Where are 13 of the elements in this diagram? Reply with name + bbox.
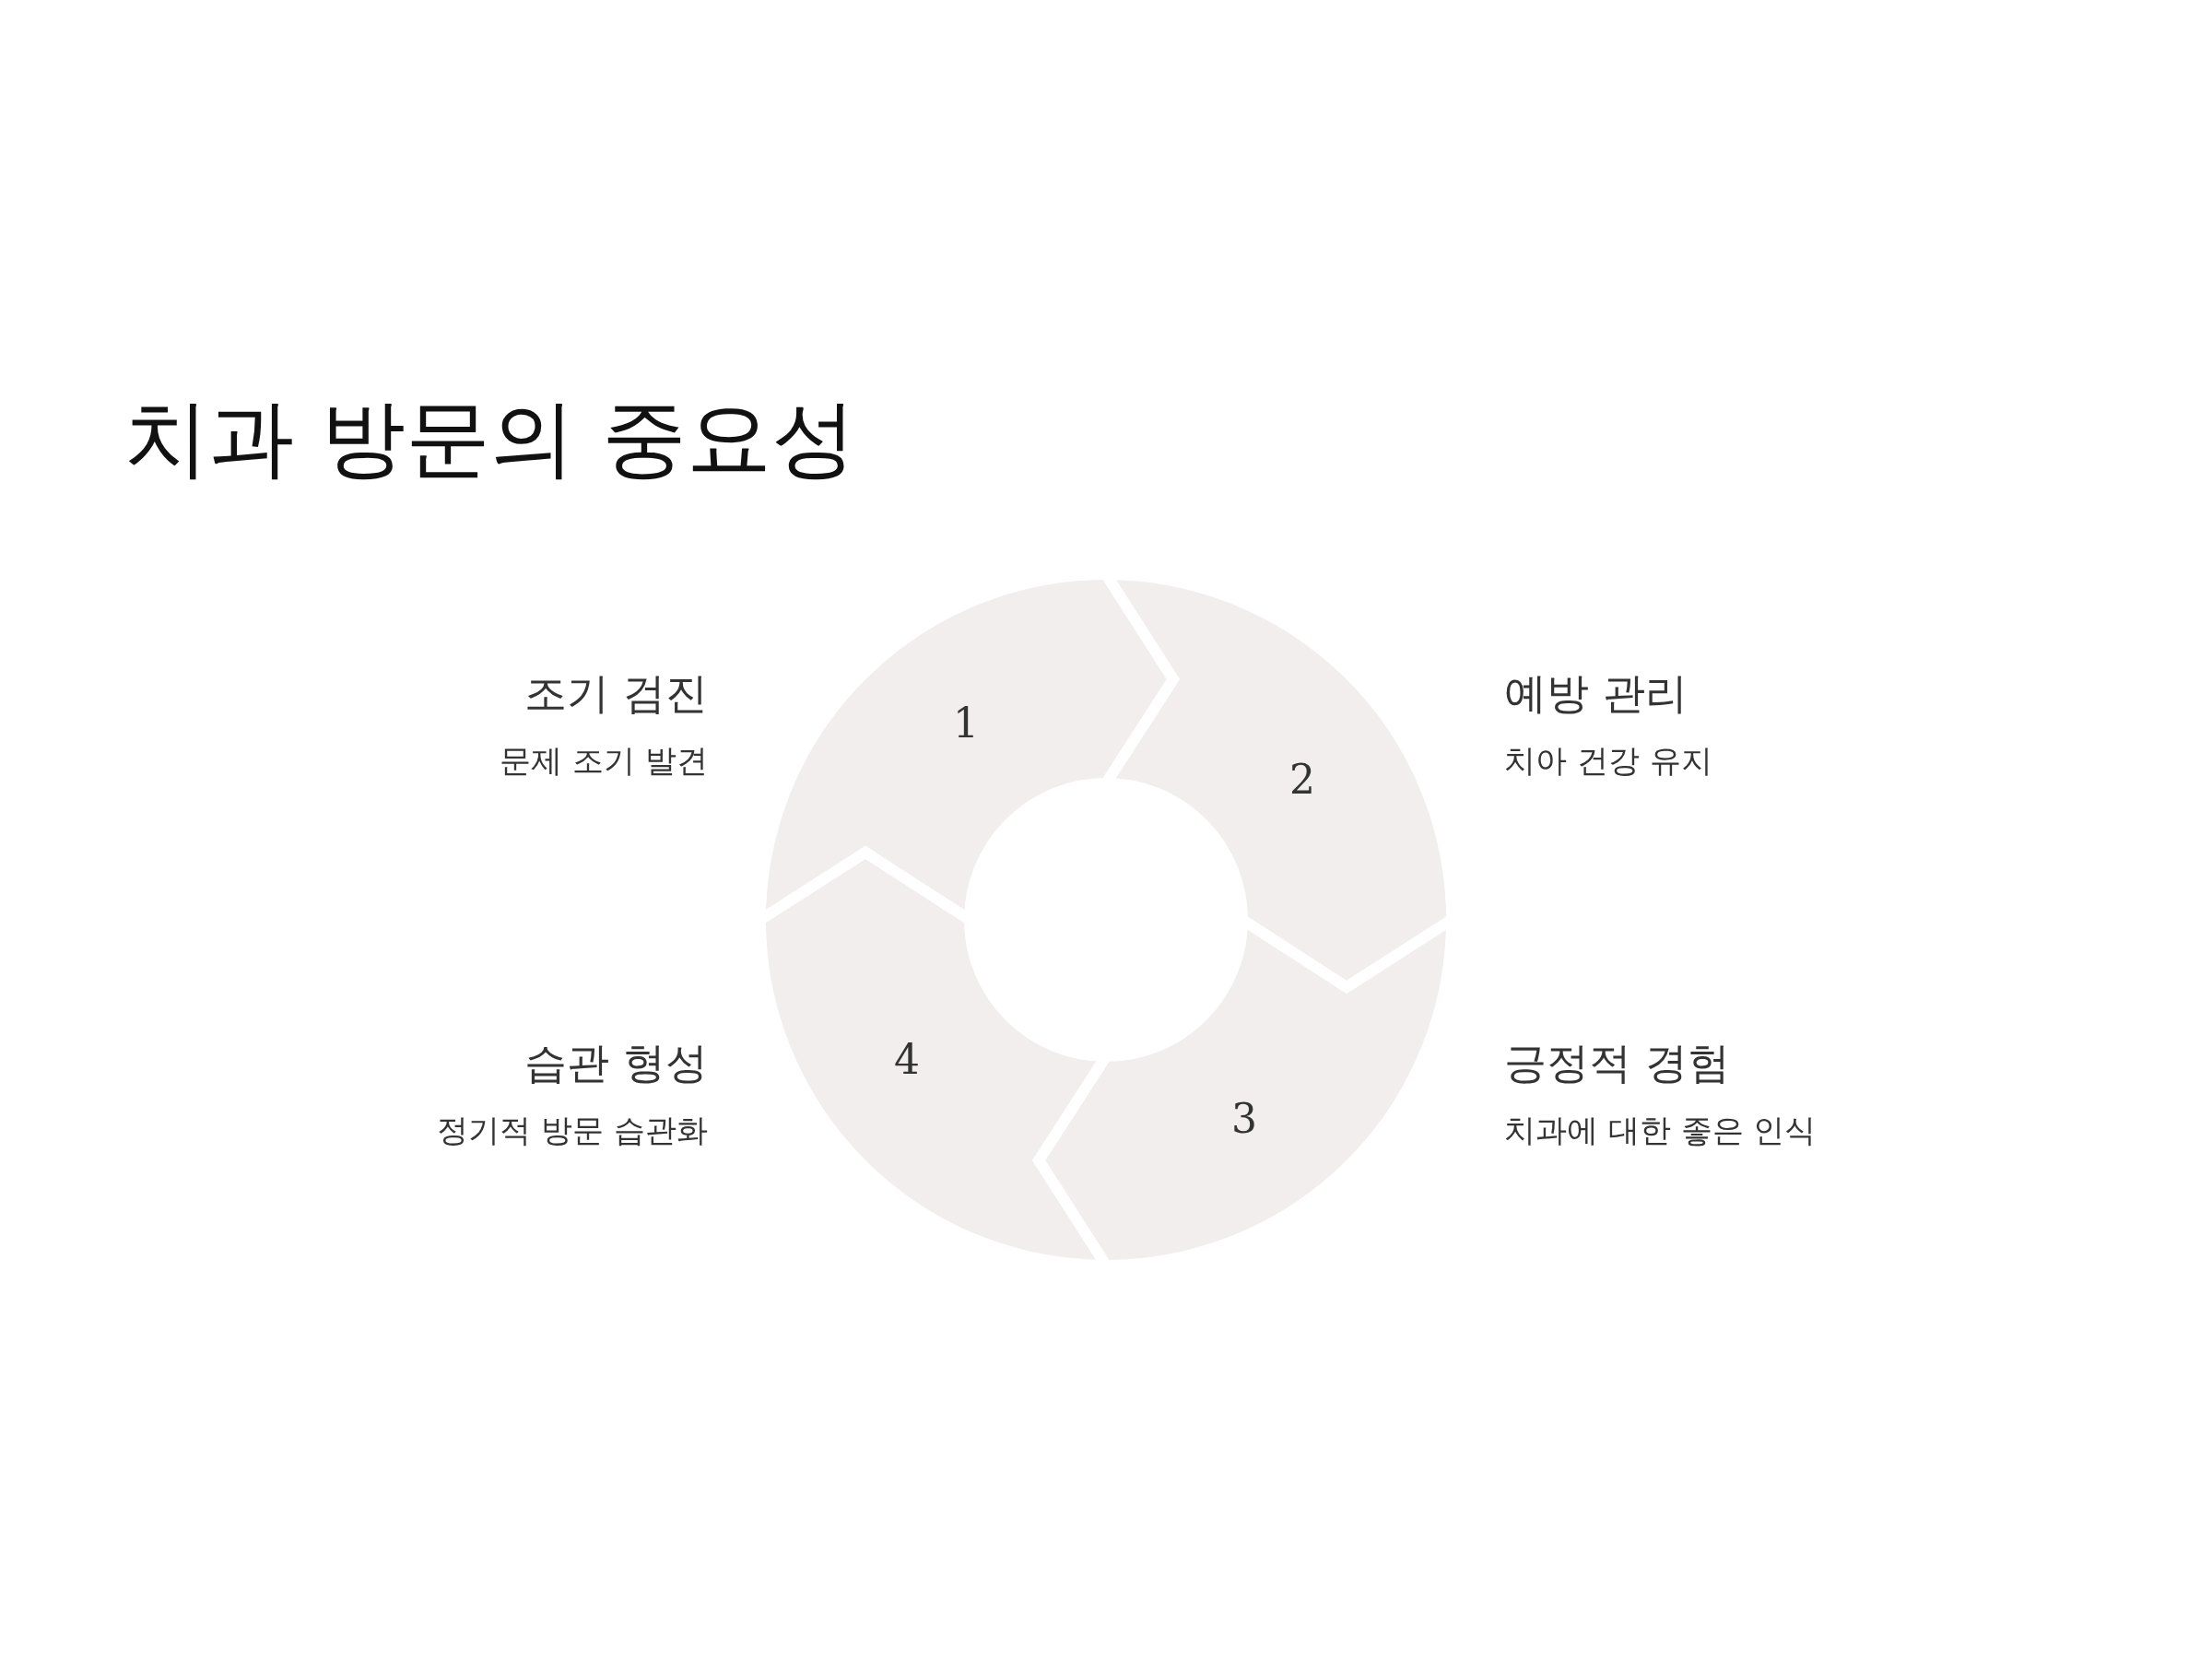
step-number: 3 <box>1231 1099 1257 1139</box>
step-heading: 조기 검진 <box>524 670 708 717</box>
step-heading: 긍정적 경험 <box>1504 1040 1730 1087</box>
step-number: 2 <box>1289 759 1315 800</box>
step-heading: 예방 관리 <box>1504 670 1688 717</box>
title: 치과 방문의 중요성 <box>124 392 857 486</box>
step-description: 치과에 대한 좋은 인식 <box>1504 1113 1817 1148</box>
step-description: 치아 건강 유지 <box>1504 744 1712 779</box>
step-description: 정기적 방문 습관화 <box>437 1113 708 1148</box>
step-heading: 습관 형성 <box>524 1040 708 1087</box>
step-number: 1 <box>953 703 979 744</box>
step-number: 4 <box>894 1040 920 1080</box>
step-description: 문제 조기 발견 <box>500 744 708 779</box>
